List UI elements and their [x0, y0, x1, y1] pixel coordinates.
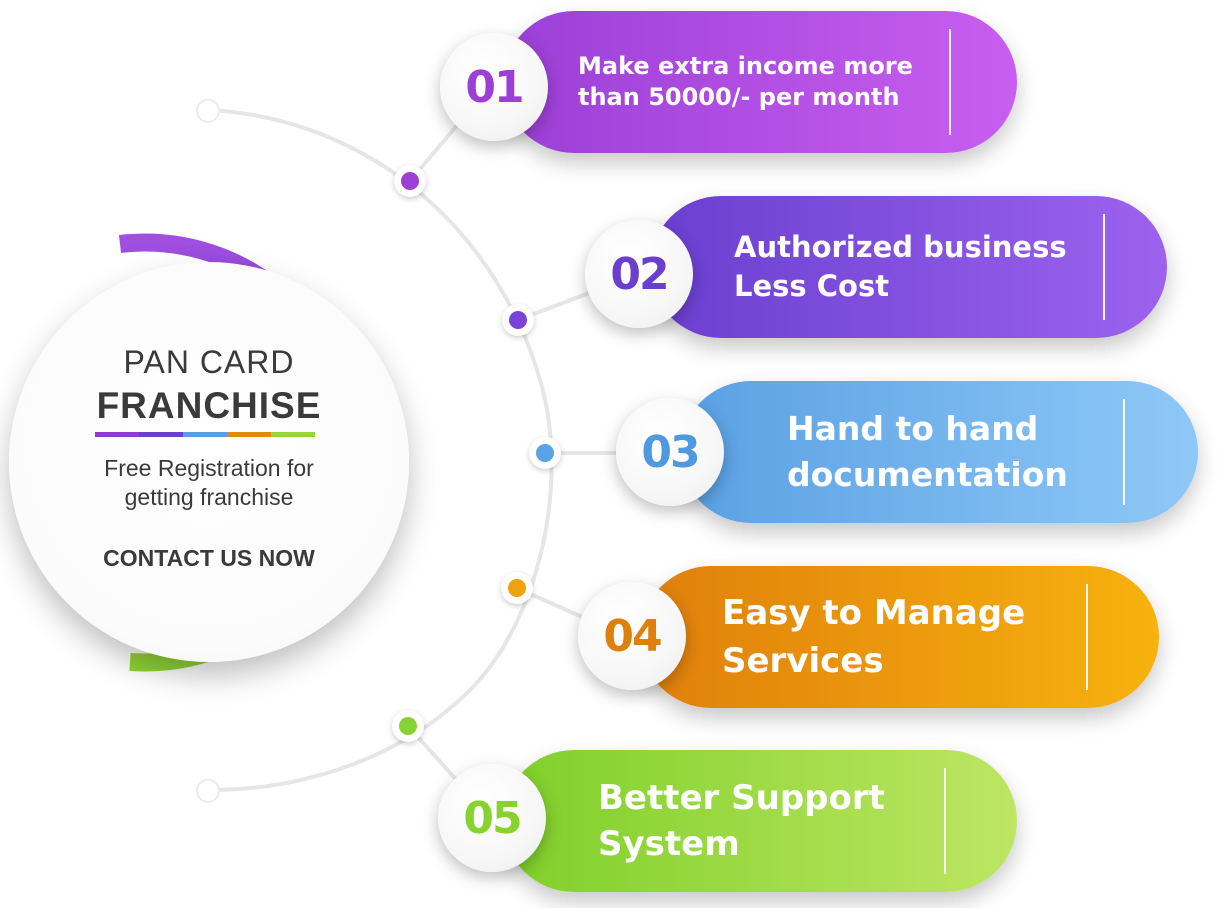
benefit-1-line-1: Make extra income more: [578, 52, 913, 80]
pill-divider: [1103, 214, 1105, 320]
pill-divider: [1086, 584, 1088, 690]
contact-us-cta[interactable]: CONTACT US NOW: [103, 545, 315, 571]
arc-dot-2: [502, 304, 534, 336]
benefit-5-line-2: System: [598, 824, 740, 864]
benefit-2-line-2: Less Cost: [734, 269, 890, 303]
benefit-pill-1: Make extra income more than 50000/- per …: [503, 11, 1017, 153]
benefit-text-2: Authorized business Less Cost: [734, 196, 1067, 338]
benefit-5-line-1: Better Support: [598, 778, 885, 818]
arc-dot-4: [501, 572, 533, 604]
benefit-pill-5: Better Support System: [503, 750, 1017, 892]
benefit-2-line-1: Authorized business: [734, 230, 1067, 264]
benefit-4-line-2: Services: [722, 641, 884, 681]
benefit-pill-3: Hand to hand documentation: [680, 381, 1198, 523]
number-badge-1: 01: [440, 33, 548, 141]
benefit-text-5: Better Support System: [598, 750, 885, 892]
benefit-4-line-1: Easy to Manage: [722, 593, 1026, 633]
benefit-3-line-1: Hand to hand: [787, 409, 1039, 448]
number-badge-5: 05: [438, 764, 546, 872]
benefit-text-1: Make extra income more than 50000/- per …: [578, 11, 913, 153]
arc-dot-3: [529, 437, 561, 469]
color-bar-segment: [95, 432, 139, 437]
color-bar-segment: [183, 432, 227, 437]
center-circle: [9, 262, 409, 662]
pill-divider: [944, 768, 946, 874]
subtitle-line-2: getting franchise: [124, 484, 294, 510]
color-bar-segment: [227, 432, 271, 437]
number-badge-3: 03: [616, 398, 724, 506]
color-bar: [95, 432, 315, 437]
arc-dot-1: [394, 165, 426, 197]
color-bar-segment: [271, 432, 315, 437]
number-badge-2: 02: [585, 220, 693, 328]
title-line-1: PAN CARD: [123, 344, 295, 380]
benefit-1-line-2: than 50000/- per month: [578, 83, 900, 111]
benefit-3-line-2: documentation: [787, 455, 1068, 494]
benefit-text-4: Easy to Manage Services: [722, 566, 1025, 708]
pill-divider: [949, 29, 951, 135]
pill-divider: [1123, 399, 1125, 505]
benefit-pill-4: Easy to Manage Services: [640, 566, 1159, 708]
arc-dot-5: [392, 710, 424, 742]
benefit-text-3: Hand to hand documentation: [787, 381, 1068, 523]
number-badge-4: 04: [578, 582, 686, 690]
benefit-pill-2: Authorized business Less Cost: [650, 196, 1167, 338]
color-bar-segment: [139, 432, 183, 437]
title-line-2: FRANCHISE: [96, 385, 322, 426]
arc-endpoint-top: [196, 99, 220, 123]
subtitle-line-1: Free Registration for: [104, 455, 314, 481]
arc-endpoint-bottom: [196, 779, 220, 803]
